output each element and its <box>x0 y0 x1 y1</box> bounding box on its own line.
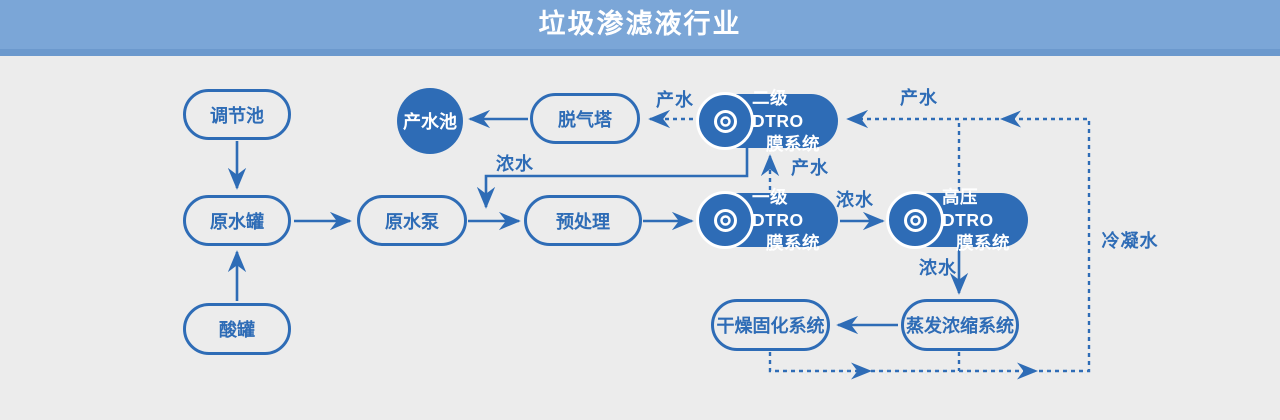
arrowhead-bottom-2 <box>1017 362 1038 380</box>
node-label: 蒸发浓缩系统 <box>906 316 1014 336</box>
node-label: 产水池 <box>403 112 457 132</box>
edge-label-concentrate: 浓水 <box>919 258 957 278</box>
node-label: 高压DTRO 膜系统 <box>942 186 1010 253</box>
node-pretreatment: 预处理 <box>524 195 642 246</box>
node-acid-tank: 酸罐 <box>183 303 291 355</box>
node-label: 干燥固化系统 <box>716 316 825 336</box>
node-label: 一级DTRO 膜系统 <box>752 186 820 253</box>
node-regulating-pool: 调节池 <box>183 89 291 140</box>
node-dtro-high-pressure: 高压DTRO 膜系统 <box>886 186 1028 253</box>
dashed-line-condensate-loop <box>768 109 1091 373</box>
node-label: 调节池 <box>210 105 264 126</box>
line-concentrate-return <box>476 148 749 209</box>
node-degassing-tower: 脱气塔 <box>530 93 640 144</box>
page-title: 垃圾渗滤液行业 <box>538 9 742 39</box>
arrowhead-bottom-1 <box>851 362 872 380</box>
node-evaporation-system: 蒸发浓缩系统 <box>901 299 1019 351</box>
arrowhead-top-return <box>1000 110 1021 128</box>
node-raw-water-tank: 原水罐 <box>183 195 291 246</box>
node-label: 脱气塔 <box>558 109 612 130</box>
membrane-disc-icon <box>696 92 754 150</box>
membrane-disc-icon <box>696 191 754 249</box>
edge-label-concentrate: 浓水 <box>836 190 874 210</box>
node-product-water-pool: 产水池 <box>397 88 463 154</box>
edge-label-product-water: 产水 <box>900 88 938 108</box>
node-label: 二级DTRO 膜系统 <box>752 87 820 154</box>
edge-label-product-water: 产水 <box>656 90 694 110</box>
edge-label-concentrate: 浓水 <box>496 154 534 174</box>
node-label: 原水罐 <box>210 211 264 232</box>
node-dtro-stage2: 二级DTRO 膜系统 <box>696 87 838 154</box>
title-bar: 垃圾渗滤液行业 <box>0 0 1280 56</box>
node-raw-water-pump: 原水泵 <box>357 195 467 246</box>
node-label: 酸罐 <box>219 320 255 340</box>
membrane-disc-icon <box>886 191 944 249</box>
edge-label-condensate: 冷凝水 <box>1101 231 1159 251</box>
edge-label-product-water: 产水 <box>791 158 829 178</box>
node-label: 预处理 <box>556 211 610 232</box>
header-accent-bar <box>0 49 1280 56</box>
node-dtro-stage1: 一级DTRO 膜系统 <box>696 186 838 253</box>
node-label: 原水泵 <box>385 211 439 232</box>
node-drying-system: 干燥固化系统 <box>711 299 830 351</box>
